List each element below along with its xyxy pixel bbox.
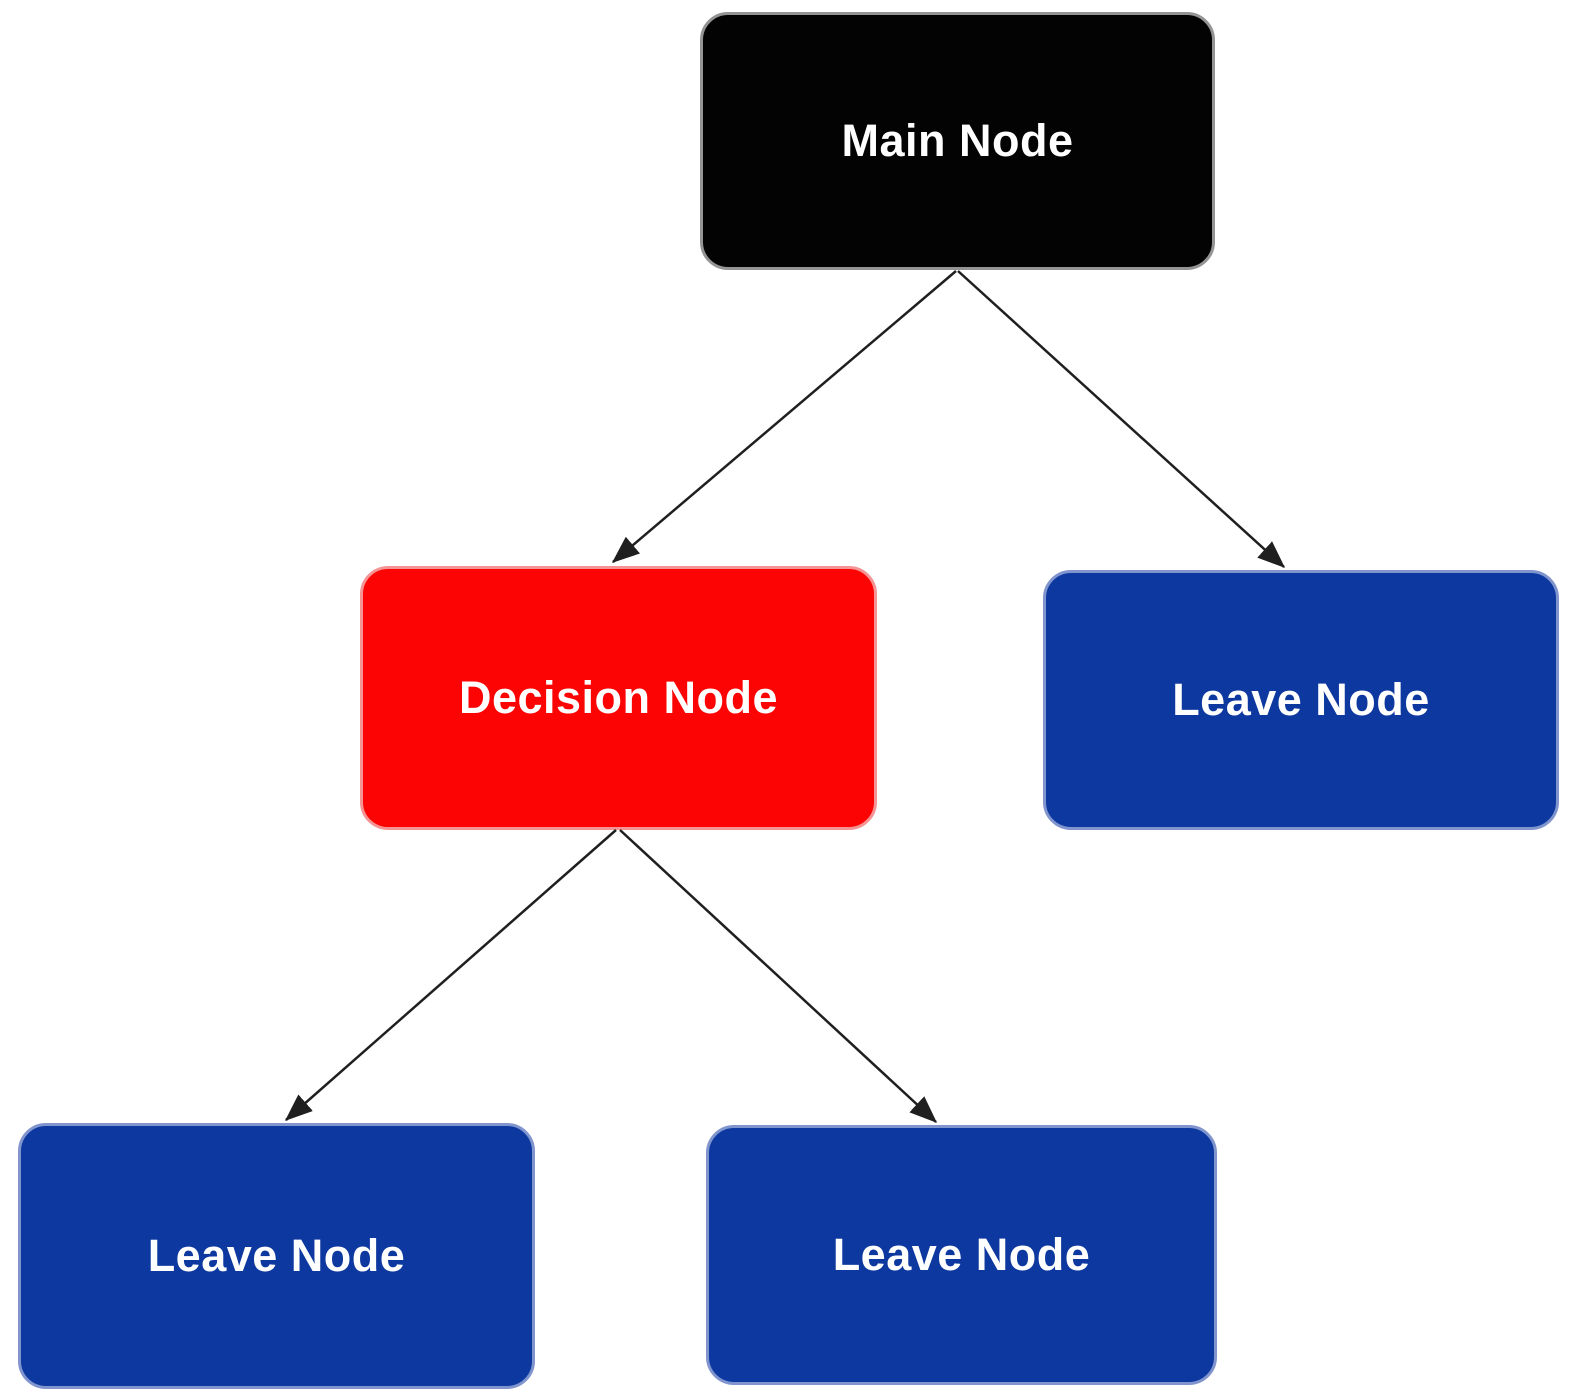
- node-leaf-right-label: Leave Node: [1172, 674, 1430, 725]
- node-leaf-mid: Leave Node: [706, 1125, 1217, 1385]
- node-main: Main Node: [700, 12, 1215, 270]
- node-decision-label: Decision Node: [458, 672, 779, 723]
- edge-main-to-leaf-right: [957, 270, 1286, 568]
- edge-decision-to-leaf-mid: [619, 829, 938, 1123]
- edge-decision-to-leaf-left: [284, 829, 617, 1121]
- node-leaf-left: Leave Node: [18, 1123, 535, 1389]
- node-decision: Decision Node: [360, 566, 877, 830]
- node-leaf-right: Leave Node: [1043, 570, 1559, 830]
- node-leaf-left-label: Leave Node: [147, 1230, 406, 1281]
- node-main-label: Main Node: [841, 115, 1074, 166]
- edge-main-to-decision: [611, 270, 957, 563]
- node-leaf-mid-label: Leave Node: [832, 1229, 1091, 1280]
